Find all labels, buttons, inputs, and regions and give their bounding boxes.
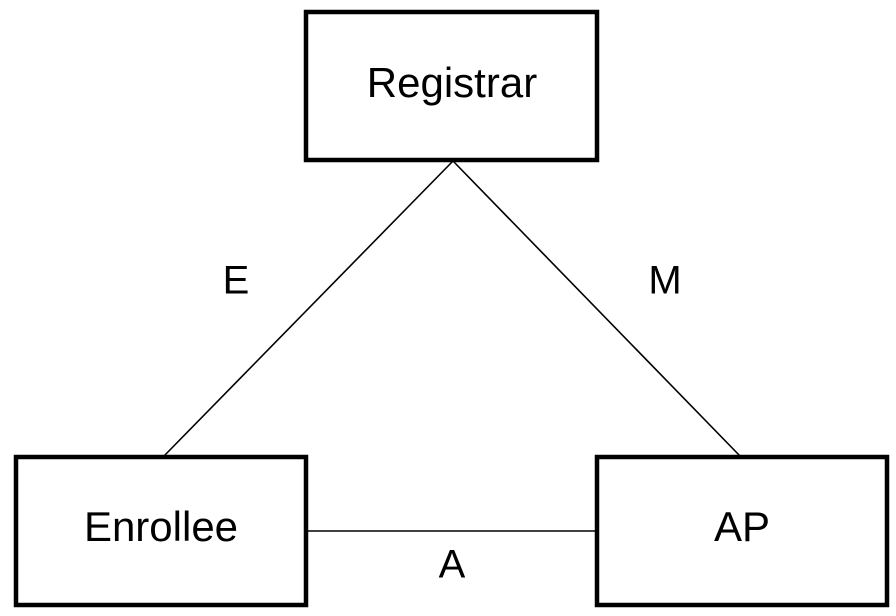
node-enrollee-box xyxy=(13,454,309,608)
node-enrollee: Enrollee xyxy=(13,454,309,608)
node-ap-box xyxy=(594,454,890,608)
edge-label-a: A xyxy=(439,543,466,587)
edge-label-m: M xyxy=(648,259,681,303)
node-registrar: Registrar xyxy=(303,9,600,163)
node-ap-label: AP xyxy=(714,503,770,550)
node-enrollee-label: Enrollee xyxy=(84,503,238,550)
edge-registrar-enrollee xyxy=(163,160,454,457)
edge-label-e: E xyxy=(223,259,250,303)
edge-registrar-ap xyxy=(452,160,741,457)
node-registrar-box xyxy=(303,9,600,163)
node-registrar-label: Registrar xyxy=(367,59,537,106)
node-ap: AP xyxy=(594,454,890,608)
